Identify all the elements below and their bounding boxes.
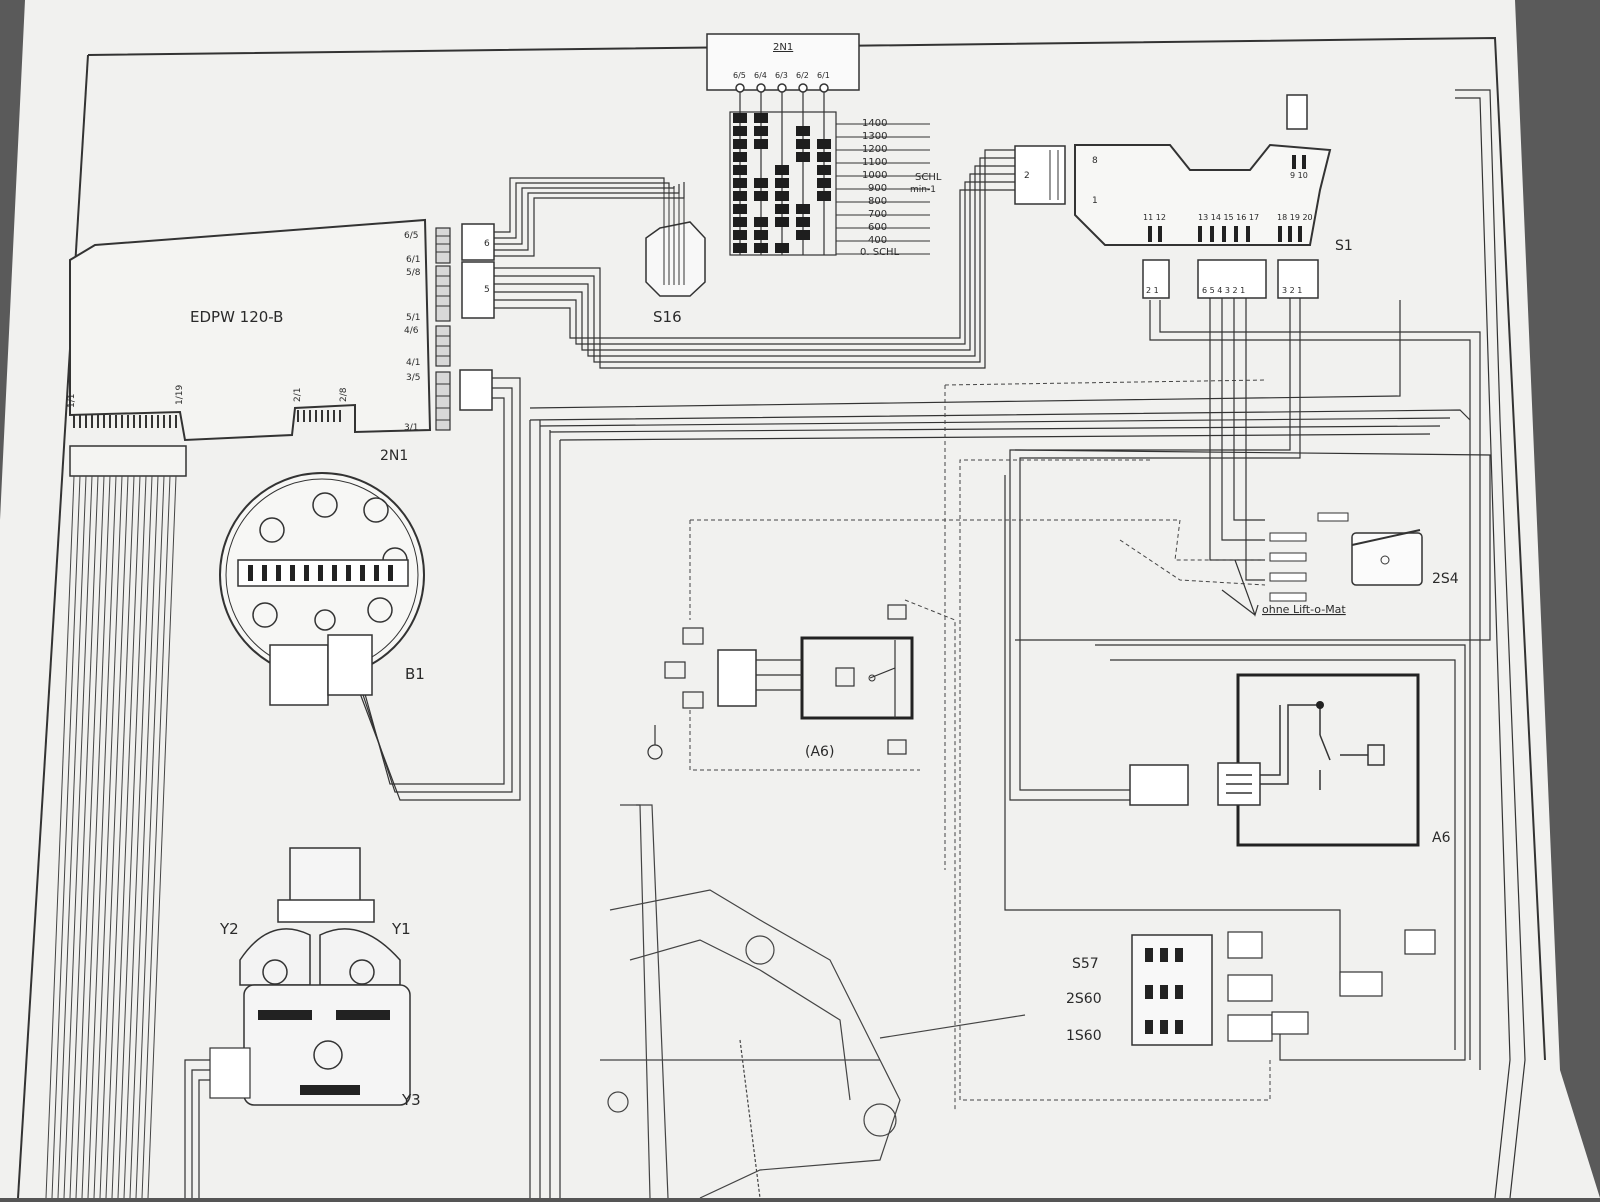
a6-box-label: (A6) [805,744,834,760]
speed-row-0: 1400 [862,118,887,129]
lift-mechanism [600,804,1026,1199]
s1-switch: 8 1 9 10 11 12 13 14 15 16 17 18 19 20 S… [1074,94,1353,299]
speed-table-title: 2N1 [773,42,793,53]
pin-3-5-label: 3/5 [406,373,420,383]
speed-row-10: 0. SCHL [860,247,900,258]
lift-o-mat-note: ohne Lift-o-Mat [1262,603,1346,616]
conn-2-1-label: 2/1 [293,388,303,402]
lift-o-mat-dashed-wires [689,379,1271,1110]
speed-row-1: 1300 [862,131,887,142]
2s4-label: 2S4 [1432,571,1459,587]
speed-row-9: 400 [868,235,887,246]
pin-6-1-label: 6/1 [406,255,420,265]
pin-label-3: 6/2 [796,71,809,80]
speed-row-6: 800 [868,196,887,207]
speed-unit-min: min-1 [910,185,936,195]
speed-row-4: 1000 [862,170,887,181]
2s4-microswitch: 2S4 [1269,512,1459,602]
plug-5-label: 5 [484,285,490,295]
diagram-frame [87,36,1546,1061]
plug-5 [461,261,495,319]
s1-pin-18-20: 18 19 20 [1277,213,1313,222]
s1-connector-1 [1142,259,1170,299]
s4-wires [1004,298,1491,1061]
speed-row-7: 700 [868,209,887,220]
speed-unit-schl: SCHL [915,172,942,183]
1s60-label: 1S60 [1066,1028,1102,1044]
b1-sensor: B1 [219,472,425,706]
speed-row-5: 900 [868,183,887,194]
pin-4-6-label: 4/6 [404,326,419,336]
s1-label: S1 [1335,238,1353,254]
plug-6 [461,223,495,261]
s1-pin-9-10: 9 10 [1290,171,1308,180]
s1-connector-2-pins: 6 5 4 3 2 1 [1202,286,1245,295]
plug-3 [459,369,493,411]
plug-2-label: 2 [1024,171,1030,181]
ribbon-cable [45,445,187,1199]
plug-6-label: 6 [484,239,490,249]
s1-connector-3 [1277,259,1319,299]
pin-label-2: 6/3 [775,71,788,80]
s1-connector-3-pins: 3 2 1 [1282,286,1302,295]
a6-module: A6 [1129,673,1451,847]
2s60-label: 2S60 [1066,991,1102,1007]
a6-label: A6 [1432,830,1451,846]
conn-1-1-label: 1/1 [67,394,77,408]
pin-label-4: 6/1 [817,71,830,80]
y1-label: Y1 [391,920,411,938]
a6-relay-box: (A6) [647,604,914,760]
s16-label: S16 [653,308,682,326]
b1-label: B1 [405,665,425,683]
s1-pin-8: 8 [1092,156,1098,166]
s57-s60-block: S57 2S60 1S60 [1066,929,1436,1046]
valve-assembly: Y2 Y1 Y3 [184,847,421,1198]
pin-5-8-label: 5/8 [406,268,421,278]
s1-pin-11-12: 11 12 [1143,213,1166,222]
speed-row-8: 600 [868,222,887,233]
s1-connector-1-pins: 2 1 [1146,286,1159,295]
pin-label-0: 6/5 [733,71,746,80]
pin-label-1: 6/4 [754,71,767,80]
y3-label: Y3 [401,1091,421,1109]
board-label: 2N1 [380,448,408,464]
s1-pin-13-17: 13 14 15 16 17 [1198,213,1259,222]
edpw-label: EDPW 120-B [190,308,283,326]
s1-connector-2 [1197,259,1267,299]
s57-label: S57 [1072,956,1099,972]
edpw-board: EDPW 120-B 2N1 1/1 1/19 2/1 2/8 6/5 6/1 … [67,218,495,464]
conn-1-19-label: 1/19 [175,385,185,405]
s16-switch: S16 [645,182,706,326]
pin-3-1-label: 3/1 [404,423,418,433]
harness-wires [339,89,1526,1199]
s1-top-connector [1286,94,1308,130]
speed-row-2: 1200 [862,144,887,155]
conn-2-8-label: 2/8 [339,387,349,402]
y2-label: Y2 [219,920,239,938]
speed-row-3: 1100 [862,157,887,168]
pin-6-5-label: 6/5 [404,231,418,241]
pin-5-1-label: 5/1 [406,313,420,323]
speed-table-header-box [706,33,860,91]
s1-pin-1: 1 [1092,196,1098,206]
pin-4-1-label: 4/1 [406,358,420,368]
plug-2 [1014,145,1066,205]
speed-selector-table: 2N1 6/5 6/4 6/3 6/2 6/1 [706,33,942,258]
